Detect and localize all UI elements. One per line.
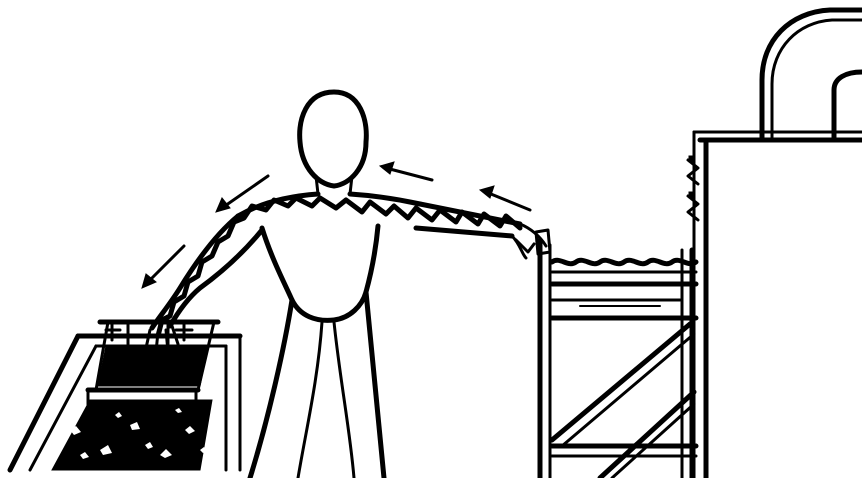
duct-hood [762, 10, 862, 138]
electric-shock-path [158, 198, 520, 336]
machine-cabinet [688, 132, 862, 478]
rack-right [536, 230, 696, 478]
